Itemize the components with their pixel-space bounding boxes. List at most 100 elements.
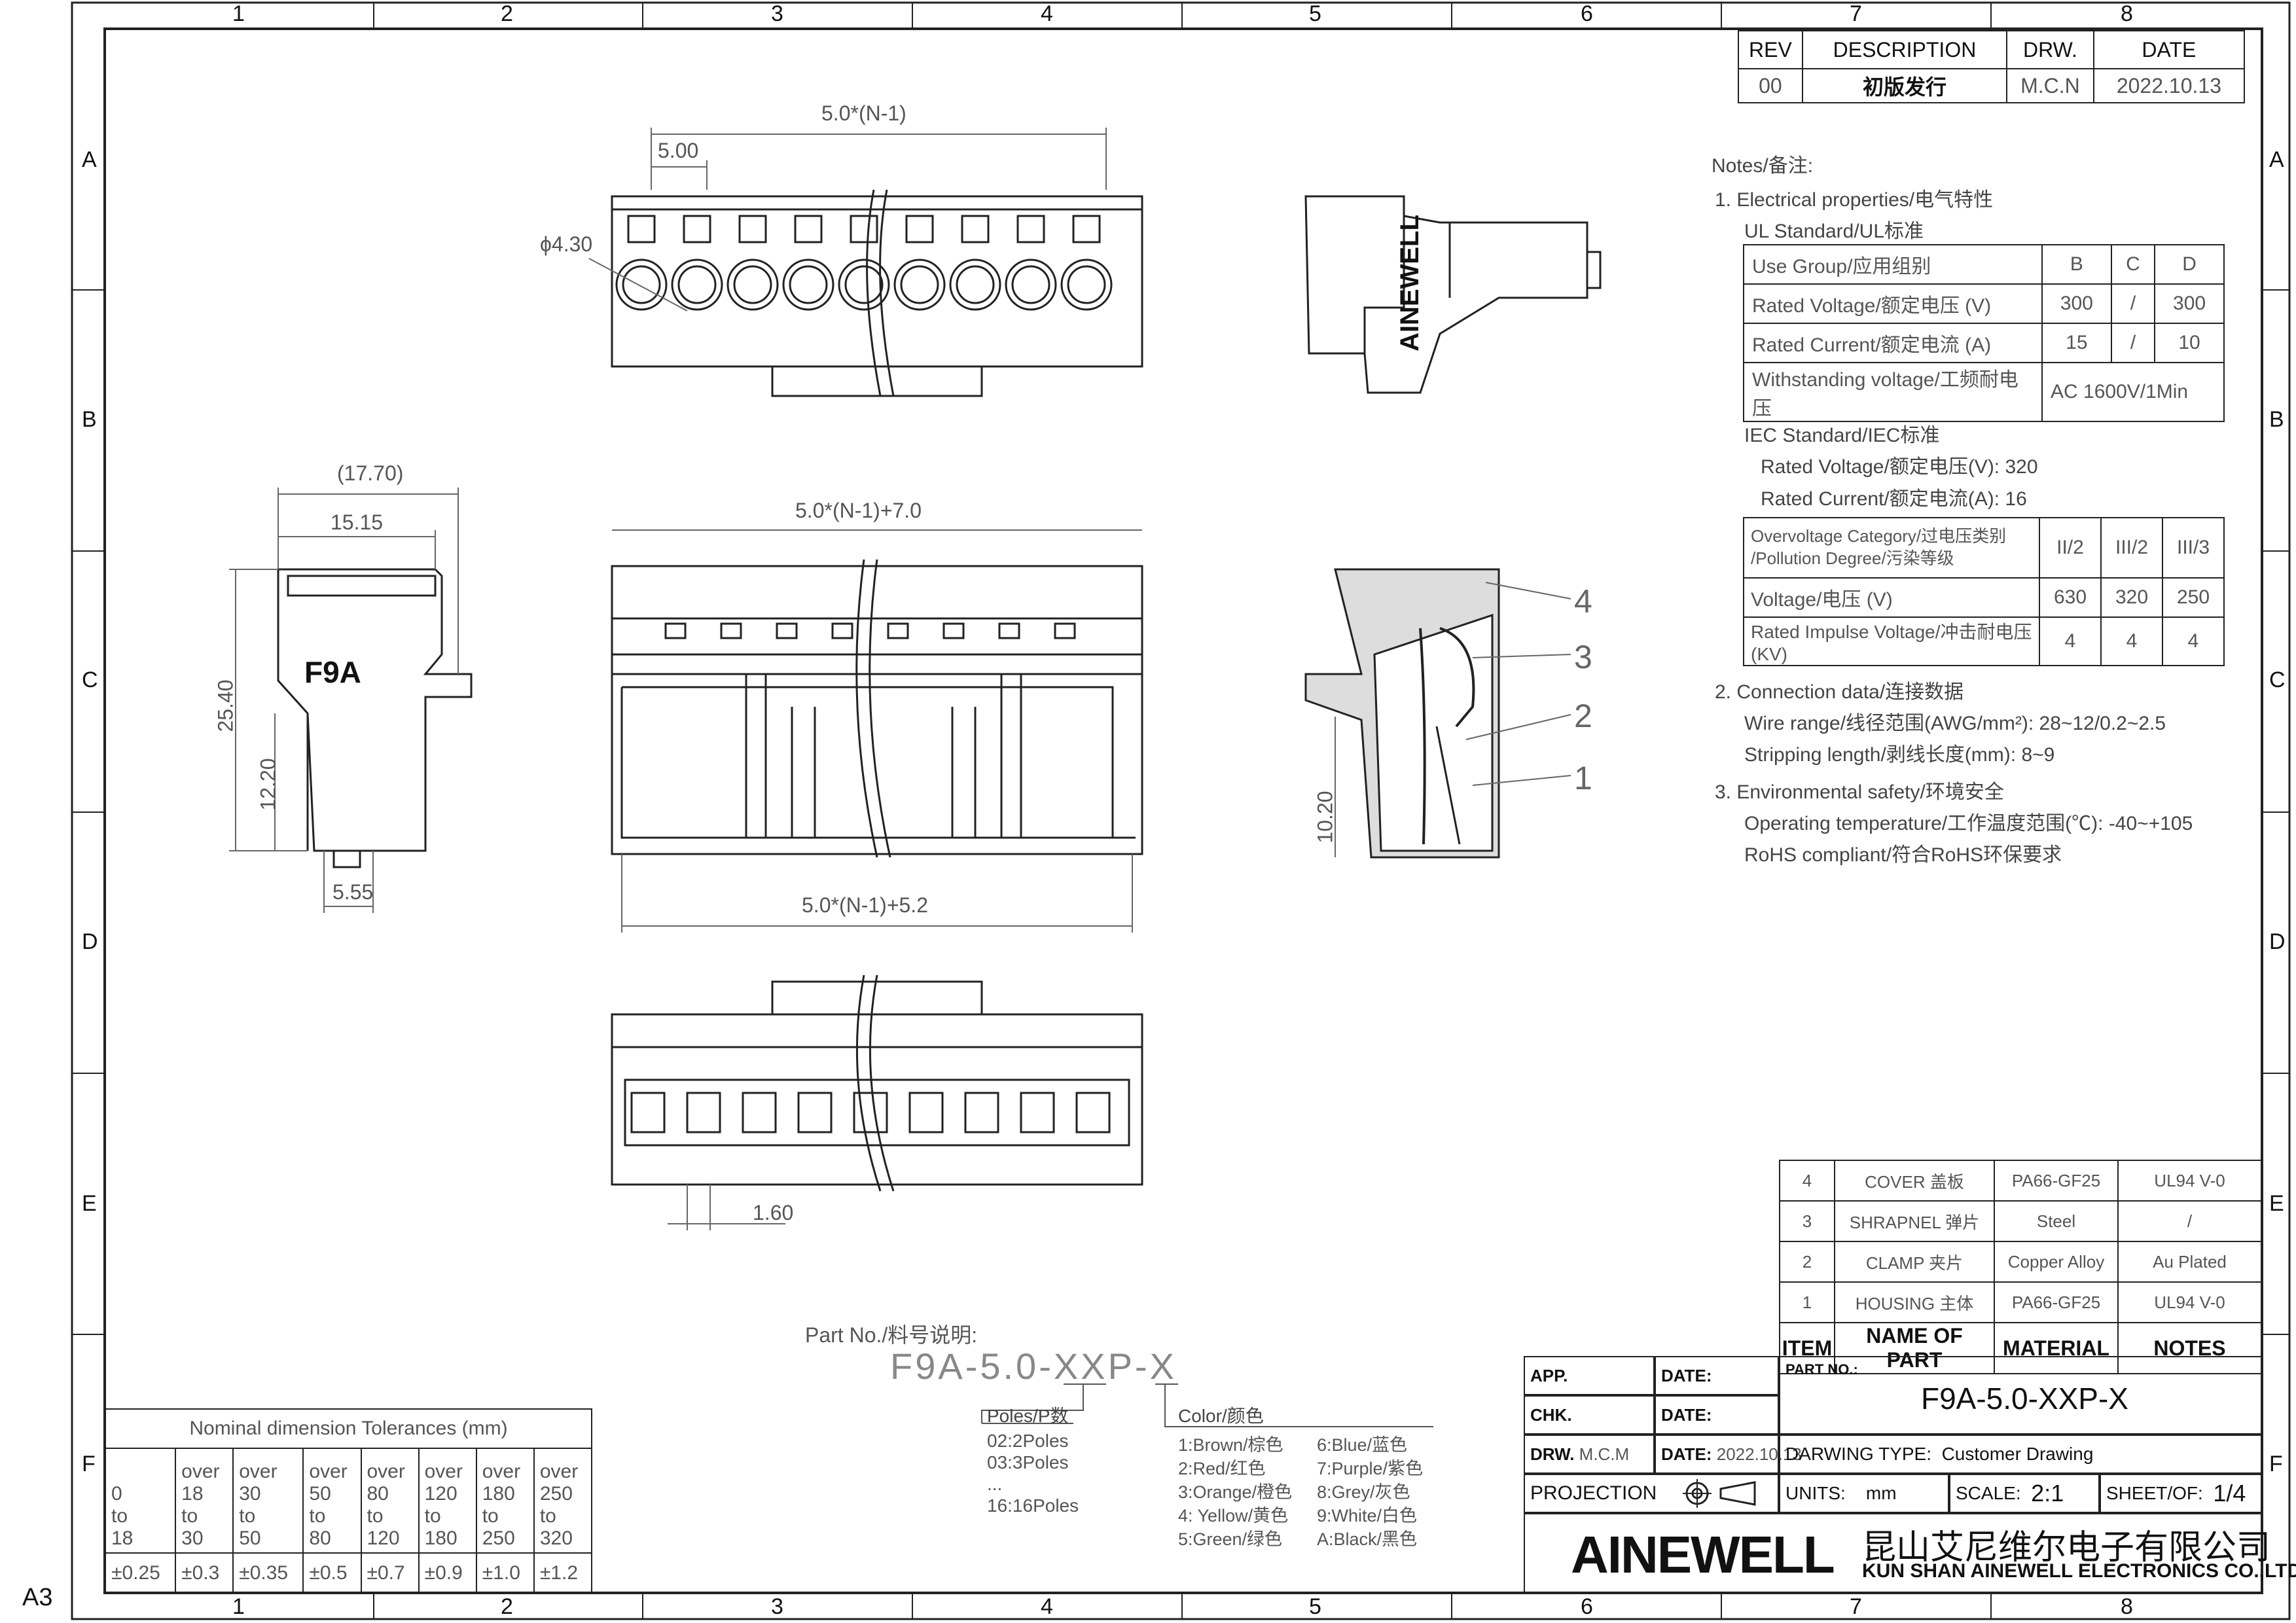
- tb-units-label: UNITS:: [1785, 1483, 1846, 1503]
- outer-frame: [71, 1, 2291, 1620]
- company-name-en: KUN SHAN AINEWELL ELECTRONICS CO.,LTD: [1862, 1560, 2296, 1582]
- dim-top-pitch-total: 5.0*(N-1): [821, 101, 906, 125]
- tb-projection: PROJECTION: [1524, 1474, 1779, 1513]
- tb-app: APP.: [1524, 1356, 1655, 1395]
- col-label: 5: [1309, 1, 1321, 26]
- row-label: D: [2269, 929, 2286, 954]
- range-part: over: [482, 1461, 521, 1482]
- tolerance-value: ±0.35: [232, 1552, 304, 1594]
- company-name-cn: 昆山艾尼维尔电子有限公司: [1862, 1528, 2271, 1567]
- dim-hole-diameter: ϕ4.30: [540, 232, 593, 256]
- iec-cell: 320: [2100, 577, 2163, 618]
- ul-cell: B: [2041, 244, 2112, 285]
- range-part: over: [181, 1461, 220, 1482]
- notes-rohs: RoHS compliant/符合RoHS环保要求: [1744, 844, 2062, 866]
- bom-cell: /: [2117, 1200, 2262, 1242]
- bom-cell: HOUSING 主体: [1834, 1281, 1995, 1323]
- tb-units-value: mm: [1865, 1483, 1897, 1503]
- bom-header: NOTES: [2117, 1322, 2262, 1374]
- bom-cell: UL94 V-0: [2117, 1281, 2262, 1323]
- bom-cell: 1: [1779, 1281, 1835, 1323]
- tb-part-no: PART NO.:: [1779, 1356, 2262, 1435]
- tb-app-label: APP.: [1530, 1365, 1568, 1385]
- bom-cell: 3: [1779, 1200, 1835, 1242]
- color-item: 6:Blue/蓝色: [1317, 1435, 1408, 1455]
- notes-wire-range: Wire range/线径范围(AWG/mm²): 28~12/0.2~2.5: [1744, 713, 2166, 734]
- range-part: 80: [367, 1483, 389, 1505]
- tb-part-no-value: F9A-5.0-XXP-X: [1921, 1382, 2128, 1416]
- top-view-holes: [615, 215, 1113, 311]
- side-logo-text: AINEWELL: [1395, 215, 1424, 351]
- row-label: C: [2269, 668, 2286, 692]
- bom-header: NAME OF PART: [1834, 1322, 1995, 1374]
- tolerance-value: ±0.3: [175, 1552, 234, 1594]
- section-view: [1304, 568, 1500, 859]
- bottom-view-dimension-lines: [668, 1185, 785, 1230]
- ul-cell: /: [2110, 323, 2156, 363]
- col-label: 4: [1041, 1, 1053, 26]
- inner-frame: [103, 27, 2263, 1594]
- notes-environmental: 3. Environmental safety/环境安全: [1715, 781, 2004, 803]
- sheet-size-label: A3: [22, 1584, 53, 1611]
- col-label: 1: [232, 1594, 245, 1619]
- row-label: E: [2269, 1191, 2284, 1216]
- front-view-slots: [664, 622, 1076, 639]
- tb-scale-value: 2:1: [2031, 1480, 2064, 1507]
- col-label: 5: [1309, 1594, 1321, 1619]
- bom-cell: Steel: [1994, 1200, 2119, 1242]
- range-part: to: [367, 1505, 384, 1527]
- col-label: 3: [771, 1594, 783, 1619]
- bom-cell: UL94 V-0: [2117, 1160, 2262, 1202]
- ul-cell: 15: [2041, 323, 2112, 363]
- bom-cell: COVER 盖板: [1834, 1160, 1995, 1202]
- bom-cell: CLAMP 夹片: [1834, 1241, 1995, 1283]
- side-view-label: F9A: [304, 655, 361, 689]
- iec-cell: 4: [2162, 616, 2225, 666]
- colors-left: 1:Brown/棕色 2:Red/红色 3:Orange/橙色 4: Yello…: [1178, 1433, 1292, 1551]
- tb-date-value: 2022.10.13: [1716, 1444, 1802, 1464]
- range-part: over: [424, 1461, 463, 1482]
- tb-part-no-label: PART NO.:: [1785, 1361, 1858, 1378]
- tolerance-value: ±0.25: [104, 1552, 177, 1594]
- tolerance-title: Nominal dimension Tolerances (mm): [105, 1408, 592, 1449]
- col-label: 7: [1850, 1, 1862, 26]
- ul-cell: D: [2154, 244, 2225, 285]
- poles-label: Poles/P数: [987, 1406, 1069, 1426]
- ul-cell: Rated Voltage/额定电压 (V): [1743, 283, 2043, 324]
- tolerance-value: ±0.9: [418, 1552, 477, 1594]
- dim-section-height: 10.20: [1313, 791, 1337, 844]
- iec-cell: III/3: [2162, 517, 2225, 579]
- color-item: 9:White/白色: [1317, 1506, 1418, 1525]
- poles-item: 02:2Poles: [987, 1431, 1069, 1451]
- color-item: 5:Green/绿色: [1178, 1529, 1283, 1549]
- col-label: 4: [1041, 1594, 1053, 1619]
- iec-cell: II/2: [2039, 517, 2102, 579]
- tb-date-label: DATE:: [1661, 1404, 1712, 1425]
- range-part: 320: [539, 1527, 573, 1549]
- notes-title: Notes/备注:: [1712, 155, 1814, 177]
- dim-front-top: 5.0*(N-1)+7.0: [795, 499, 922, 522]
- iec-cell: Overvoltage Category/过电压类别 /Pollution De…: [1743, 517, 2040, 579]
- bom-cell: Copper Alloy: [1994, 1241, 2119, 1283]
- range-part: 120: [367, 1527, 400, 1549]
- col-label: 3: [771, 1, 783, 26]
- dim-side-lower: 12.20: [256, 758, 280, 811]
- notes-stripping: Stripping length/剥线长度(mm): 8~9: [1744, 744, 2055, 766]
- part-number-code: F9A-5.0-XXP-X: [890, 1345, 1177, 1387]
- range-part: to: [539, 1505, 556, 1527]
- bom-header: MATERIAL: [1994, 1322, 2119, 1374]
- dim-side-overall: (17.70): [337, 461, 404, 485]
- ul-cell: 10: [2154, 323, 2225, 363]
- dim-side-height: 25.40: [213, 679, 238, 732]
- tb-sheet-label: SHEET/OF:: [2106, 1483, 2203, 1503]
- row-label: B: [82, 407, 97, 432]
- notes-iec-voltage: Rated Voltage/额定电压(V): 320: [1761, 456, 2038, 478]
- notes-ul-label: UL Standard/UL标准: [1744, 221, 1924, 242]
- tb-units: UNITS: mm: [1779, 1474, 1949, 1513]
- section-callout: 1: [1574, 760, 1592, 796]
- tolerance-value: ±1.2: [533, 1552, 593, 1594]
- ul-cell: /: [2110, 283, 2156, 324]
- bom-cell: PA66-GF25: [1994, 1281, 2119, 1323]
